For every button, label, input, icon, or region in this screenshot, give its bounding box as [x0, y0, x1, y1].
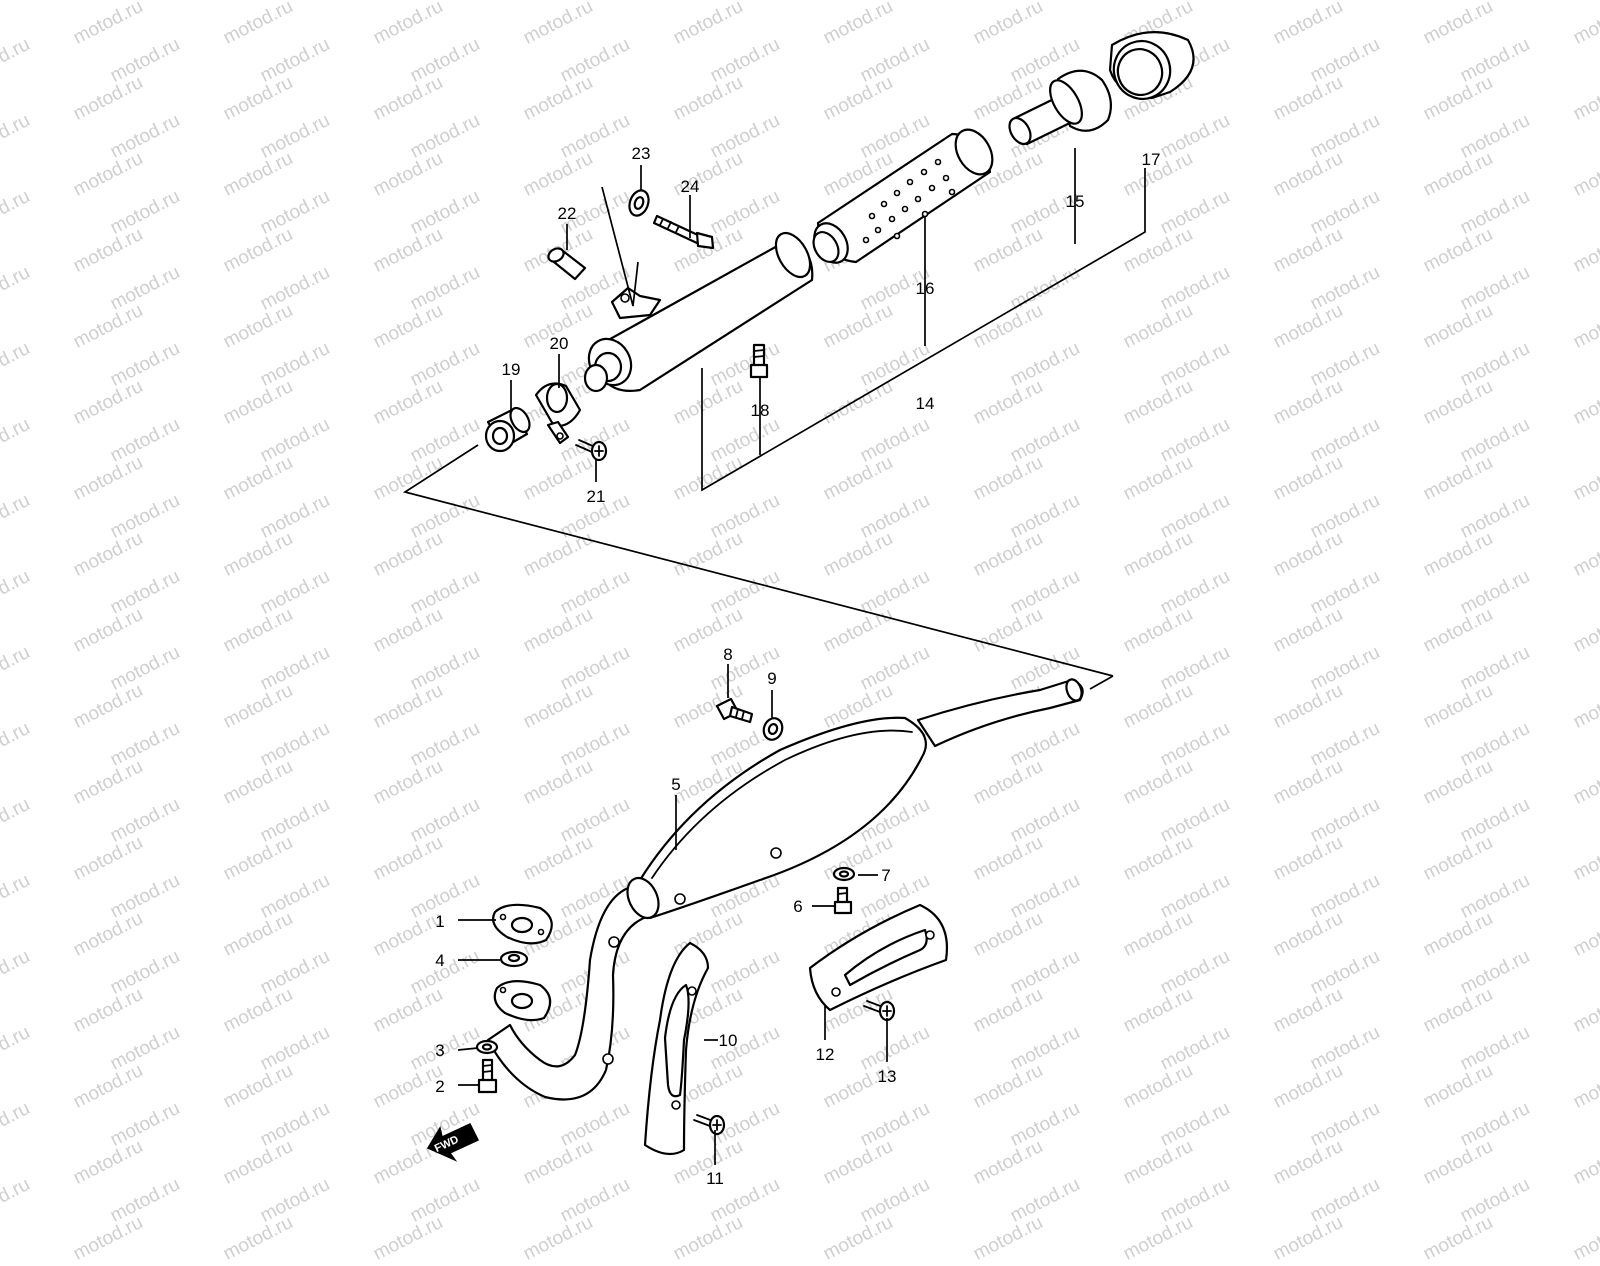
callout-13: 13 — [878, 1067, 897, 1086]
outlet-pipe-part-15 — [1008, 69, 1113, 146]
heat-guard-part-10 — [643, 941, 710, 1156]
collar-part-22 — [547, 247, 587, 281]
washer-part-9 — [762, 717, 784, 741]
gasket-part-1 — [492, 903, 553, 945]
bolt-part-8 — [715, 697, 754, 724]
callout-15: 15 — [1066, 192, 1085, 211]
bolt-part-24 — [652, 214, 715, 250]
assembly-leader-lines — [402, 444, 1114, 677]
watermark-text: motod.ru — [1420, 1211, 1497, 1265]
callout-10: 10 — [719, 1031, 738, 1050]
perforation-holes — [862, 158, 956, 244]
watermark-text: motod.ru — [820, 1211, 897, 1265]
bolt-part-2 — [477, 1058, 498, 1094]
watermark-text: motod.ru — [1120, 1211, 1197, 1265]
watermark-text: motod.ru — [1270, 1211, 1347, 1265]
callout-8: 8 — [723, 645, 732, 664]
callout-12: 12 — [816, 1045, 835, 1064]
callout-numbers: 1 2 3 4 5 6 7 8 9 10 11 12 13 14 15 16 1… — [435, 144, 1160, 1188]
callout-7: 7 — [881, 866, 890, 885]
watermark-text: motod.ru — [70, 1211, 147, 1265]
grommet-part-19 — [484, 406, 531, 453]
heat-shield-part-12 — [808, 903, 948, 1012]
forward-direction-arrow: FWD — [426, 1123, 480, 1162]
watermark-text: motod.ru — [670, 1211, 747, 1265]
callout-5: 5 — [671, 775, 680, 794]
callout-3: 3 — [435, 1041, 444, 1060]
washer-part-23 — [601, 186, 650, 307]
silencer-body-part-14 — [583, 231, 814, 393]
callout-11: 11 — [706, 1169, 724, 1188]
callout-14: 14 — [916, 394, 935, 413]
upper-assembly-bracket-lines — [701, 148, 1146, 492]
callout-2: 2 — [435, 1077, 444, 1096]
callout-24: 24 — [681, 177, 700, 196]
callout-17: 17 — [1142, 150, 1161, 169]
lock-washer-part-3 — [475, 1039, 499, 1055]
callout-18: 18 — [751, 401, 770, 420]
washer-part-4 — [499, 950, 529, 968]
callout-1: 1 — [435, 912, 444, 931]
watermark-text: motod.ru — [1570, 1211, 1600, 1265]
watermark-text: motod.ru — [220, 1211, 297, 1265]
exhaust-flange — [493, 980, 552, 1022]
end-cap-part-17 — [1108, 31, 1195, 100]
callout-leader-lines — [457, 165, 888, 1165]
watermark-text: motod.ru — [520, 1211, 597, 1265]
callout-4: 4 — [435, 951, 444, 970]
callout-9: 9 — [767, 669, 776, 688]
washer-part-7 — [832, 866, 856, 882]
watermark-text: motod.ru — [370, 1211, 447, 1265]
watermark-text: motod.ru — [970, 1211, 1047, 1265]
callout-23: 23 — [632, 144, 651, 163]
inner-perforated-tube-part-16 — [812, 128, 994, 264]
callout-6: 6 — [793, 897, 802, 916]
callout-20: 20 — [550, 334, 569, 353]
bolt-part-18 — [749, 343, 769, 379]
expansion-chamber-part-5 — [486, 678, 1084, 1101]
bolt-part-6 — [833, 886, 853, 915]
callout-22: 22 — [558, 204, 577, 223]
callout-21: 21 — [587, 487, 606, 506]
callout-16: 16 — [916, 279, 935, 298]
screw-part-21 — [575, 439, 608, 462]
callout-19: 19 — [502, 360, 521, 379]
screw-part-13 — [863, 1000, 896, 1022]
exhaust-parts-diagram: FWD 1 2 3 4 5 6 7 8 9 10 11 12 13 — [402, 31, 1195, 1188]
screw-part-11 — [693, 1114, 726, 1136]
clamp-part-20 — [534, 382, 582, 445]
